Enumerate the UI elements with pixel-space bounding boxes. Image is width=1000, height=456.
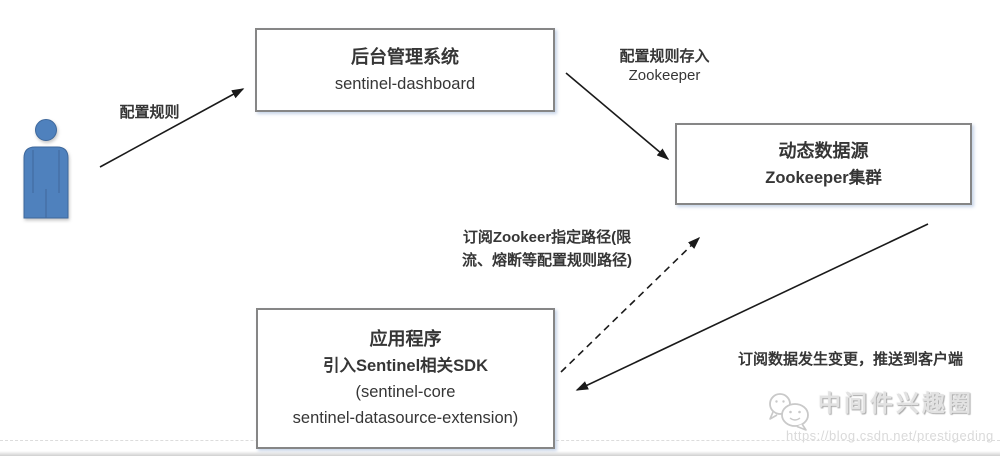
subscribe-path-label-line2: 流、熔断等配置规则路径) bbox=[462, 252, 632, 269]
store-rules-label-line1: 配置规则存入 bbox=[619, 48, 710, 65]
watermark-brand-text: 中间件兴趣圈 bbox=[818, 390, 974, 416]
subscribe-path-label-line1: 订阅Zookeer指定路径(限 bbox=[462, 229, 632, 246]
wechat-icon bbox=[769, 393, 809, 431]
person-icon bbox=[23, 119, 69, 219]
watermark: 中间件兴趣圈 bbox=[766, 388, 974, 432]
push-change-arrow bbox=[575, 223, 929, 391]
store-rules-label: 配置规则存入 Zookeeper bbox=[597, 47, 732, 85]
node-detail: sentinel-datasource-extension) bbox=[292, 409, 519, 427]
store-rules-arrow bbox=[565, 72, 670, 160]
configure-rules-arrow bbox=[99, 88, 245, 168]
node-subtitle: Zookeeper集群 bbox=[765, 168, 882, 187]
node-zookeeper-cluster: 动态数据源 Zookeeper集群 bbox=[675, 123, 972, 205]
configure-rules-label: 配置规则 bbox=[119, 104, 180, 121]
store-rules-label-line2: Zookeeper bbox=[628, 67, 701, 84]
node-title: 应用程序 bbox=[369, 329, 442, 349]
subscribe-path-arrow bbox=[560, 236, 701, 373]
node-title: 动态数据源 bbox=[778, 140, 869, 161]
node-title: 后台管理系统 bbox=[351, 46, 459, 67]
bottom-edge-shadow bbox=[0, 451, 1000, 456]
watermark-url: https://blog.csdn.net/prestigeding bbox=[786, 428, 994, 443]
push-change-label: 订阅数据发生变更，推送到客户端 bbox=[737, 351, 963, 368]
node-application: 应用程序 引入Sentinel相关SDK (sentinel-core sent… bbox=[256, 308, 555, 449]
node-subtitle: 引入Sentinel相关SDK bbox=[322, 357, 489, 375]
node-subtitle: sentinel-dashboard bbox=[334, 74, 476, 93]
node-detail: (sentinel-core bbox=[355, 383, 456, 401]
subscribe-path-label: 订阅Zookeer指定路径(限 流、熔断等配置规则路径) bbox=[438, 226, 656, 272]
node-sentinel-dashboard: 后台管理系统 sentinel-dashboard bbox=[255, 28, 555, 112]
